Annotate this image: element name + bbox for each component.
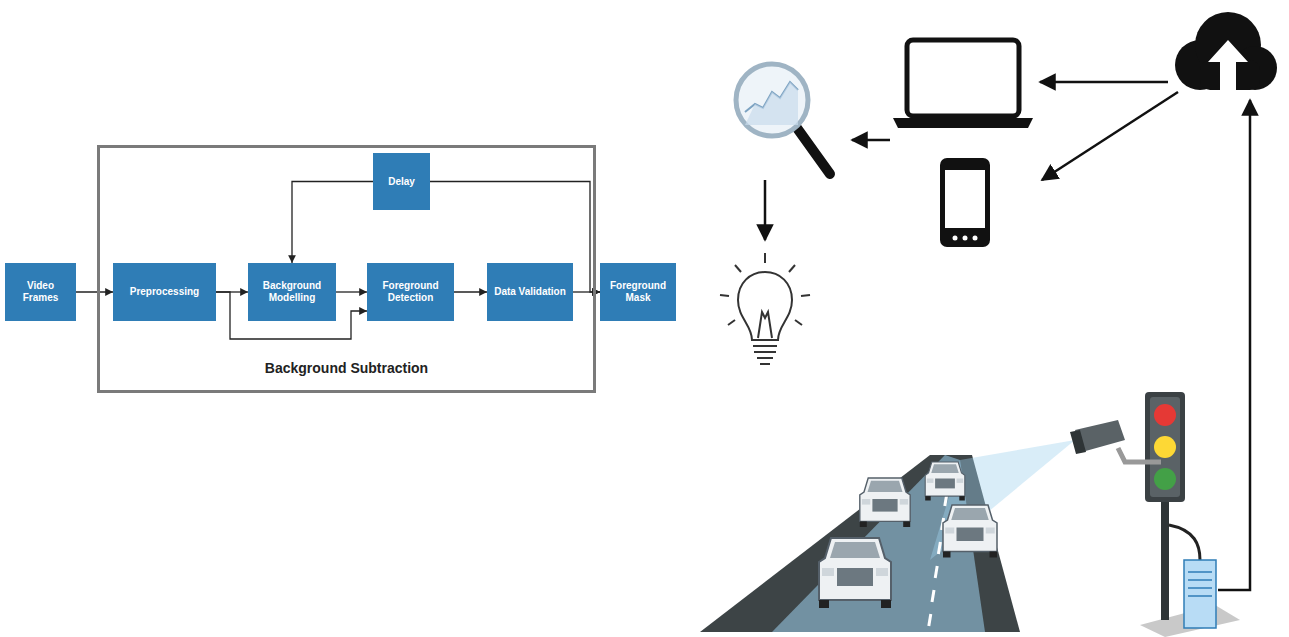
road-scene [700, 440, 1075, 632]
car-icon [860, 478, 910, 527]
node-label: Background Subtraction [100, 360, 593, 376]
lightbulb-icon [720, 253, 810, 364]
group-frame: Background Subtraction Preprocessing Delay… [97, 145, 596, 393]
lane-marking [935, 566, 937, 578]
node-label: Delay [384, 174, 419, 190]
node-label: Video Frames [5, 278, 76, 306]
node-label: Background Modelling [248, 278, 336, 306]
flow-arrow [765, 82, 1250, 590]
camera-icon [1070, 420, 1161, 462]
process-box: Data Validation [487, 263, 573, 321]
flow-connector [76, 291, 113, 292]
car-icon [943, 505, 997, 558]
magnifier-icon [736, 64, 830, 174]
process-box: Foreground Detection [367, 263, 454, 321]
laptop-icon [893, 40, 1033, 128]
process-box: Preprocessing [113, 263, 216, 321]
node-label: Data Validation [490, 284, 570, 300]
process-box: Background Modelling [248, 263, 336, 321]
node-label: Foreground Mask [600, 278, 676, 306]
node-label: Preprocessing [126, 284, 203, 300]
process-box: Delay [373, 153, 430, 210]
flow-connector [454, 291, 487, 292]
flow-connector [216, 291, 248, 292]
car-icon [925, 462, 965, 501]
lane-marking [932, 590, 934, 602]
input-box: Video Frames [5, 263, 76, 321]
phone-icon [940, 158, 990, 247]
node-label: Foreground Detection [367, 278, 454, 306]
flow-connector [292, 182, 373, 264]
cloud-icon [1175, 12, 1277, 92]
lane-marking [929, 614, 931, 626]
flow-connector [336, 291, 367, 292]
lane-marking [938, 542, 940, 554]
output-box: Foreground Mask [600, 263, 676, 321]
car-icon [819, 538, 891, 608]
traffic-light [1140, 392, 1240, 637]
